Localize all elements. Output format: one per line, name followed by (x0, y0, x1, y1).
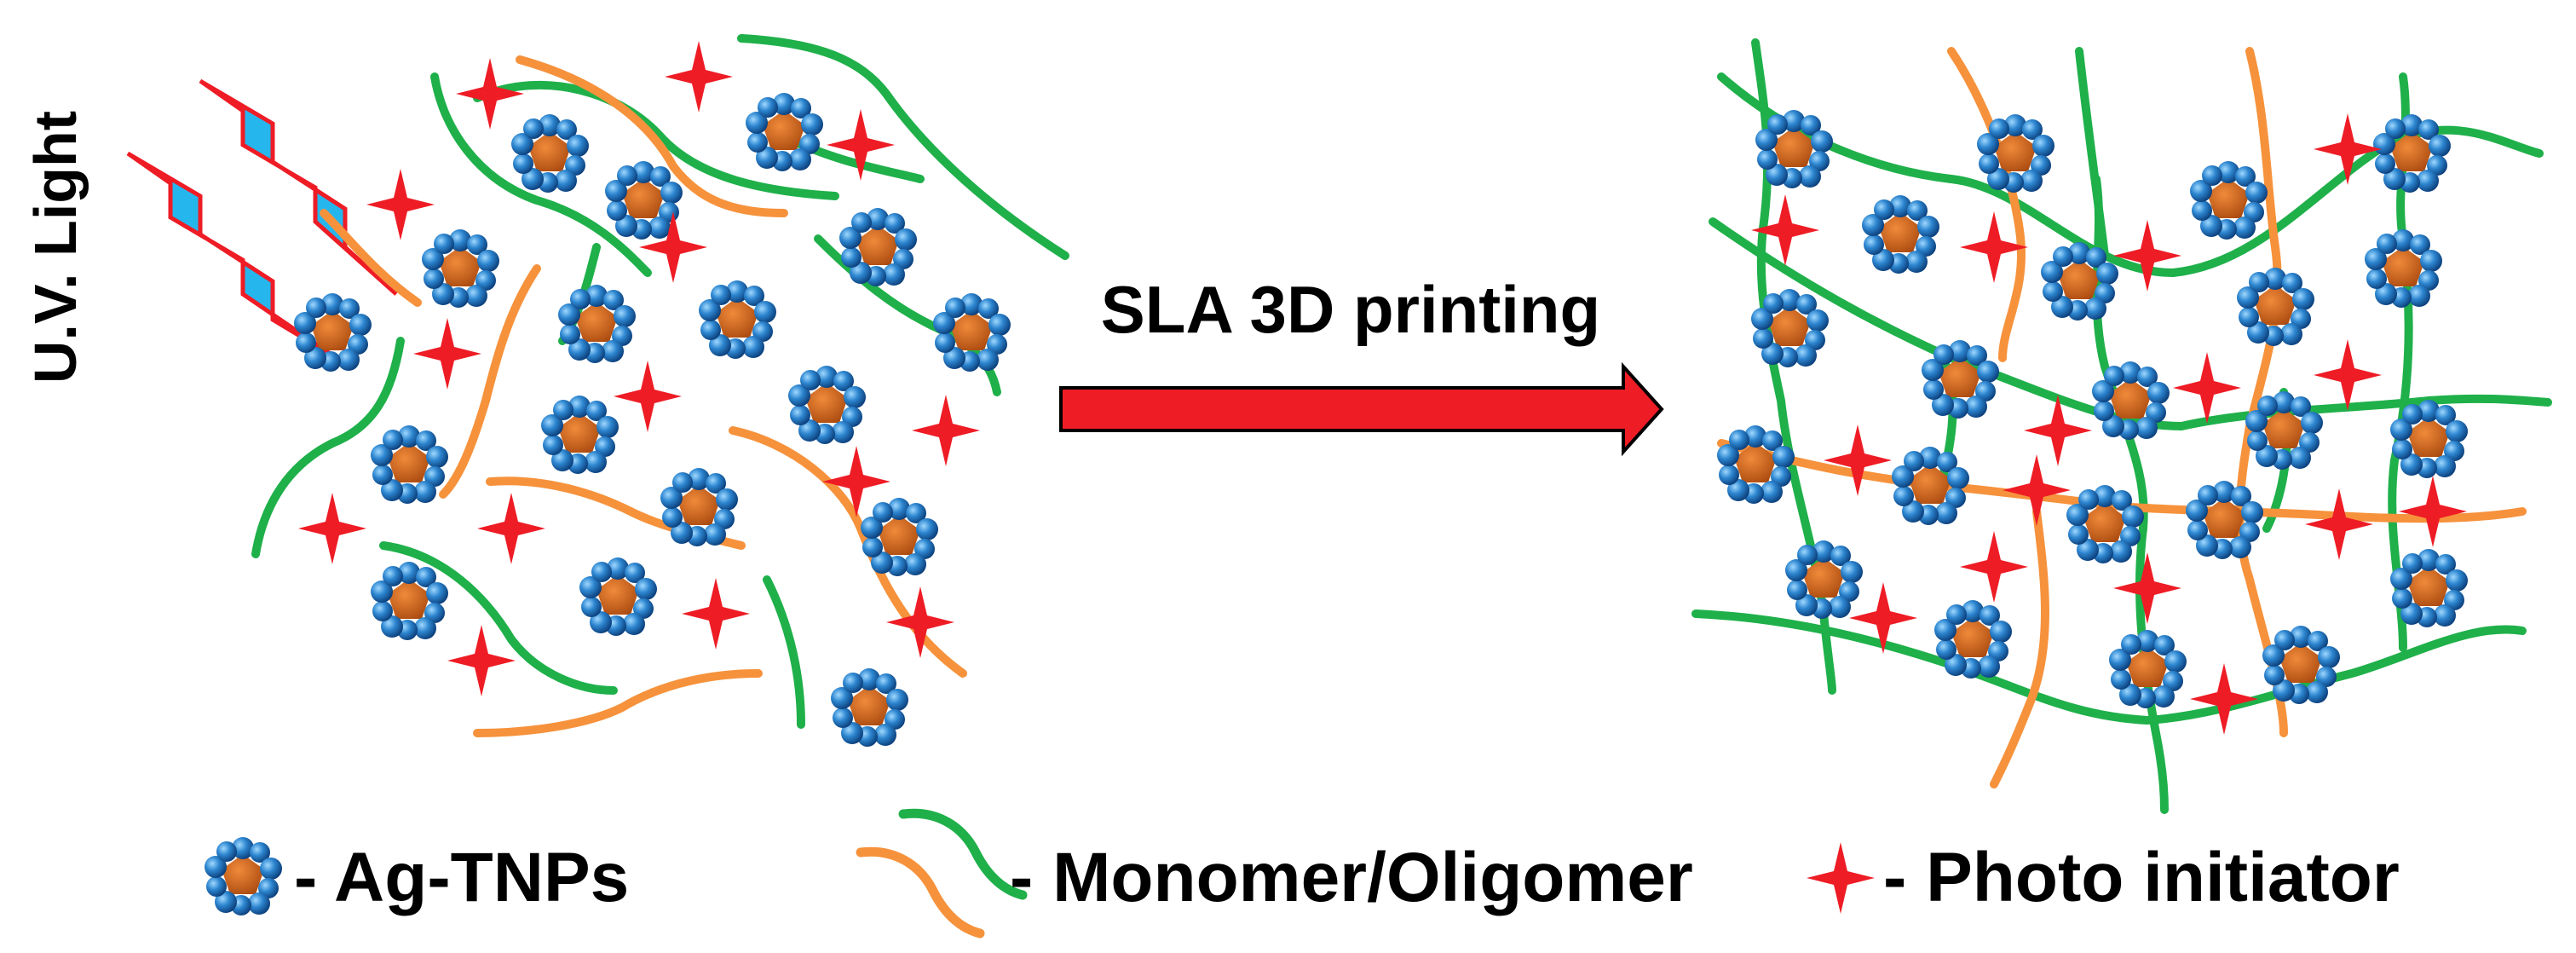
uv-light-label: U.V. Light (22, 68, 89, 426)
process-arrow (1059, 361, 1664, 457)
legend-nanoparticle-label: - Ag-TNPs (294, 839, 630, 916)
legend-initiator-swatch (1807, 842, 1875, 914)
unpolymerized-monomer-chains (251, 34, 1069, 737)
lightning-bolt-icon (199, 78, 398, 296)
legend-nanoparticle-swatch (205, 837, 282, 915)
legend-monomer-swatch (856, 808, 1028, 939)
process-label: SLA 3D printing (1100, 272, 1601, 347)
legend-initiator-label: - Photo initiator (1883, 839, 2400, 916)
legend-monomer-label: - Monomer/Oligomer (1010, 839, 1693, 916)
uv-light-text: U.V. Light (22, 110, 89, 384)
